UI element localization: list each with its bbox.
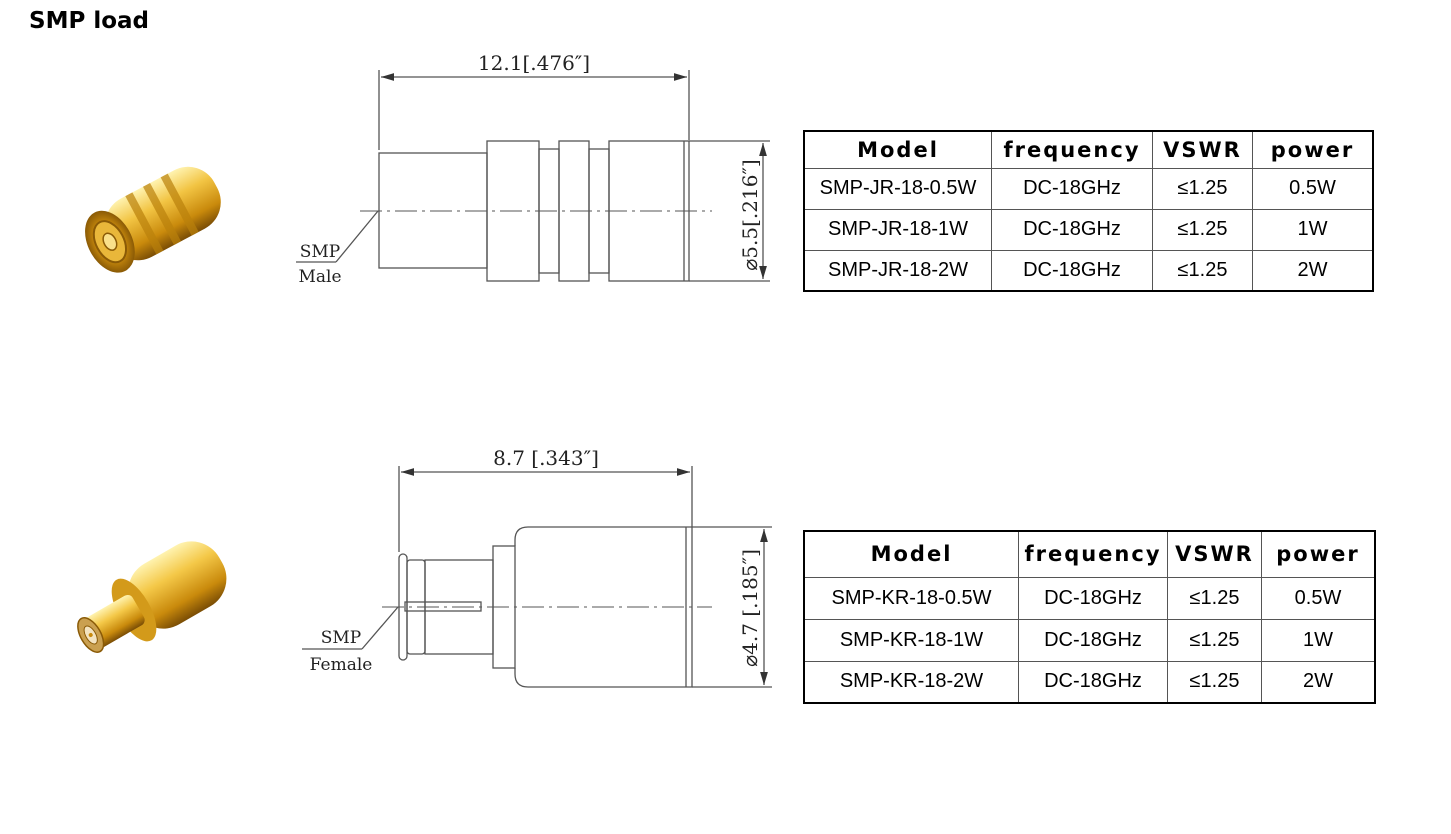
female-drawing (302, 466, 772, 688)
cell-frequency: DC-18GHz (991, 249, 1153, 292)
cell-frequency: DC-18GHz (1018, 618, 1168, 662)
table-row: SMP-KR-18-0.5W DC-18GHz ≤1.25 0.5W (803, 576, 1376, 620)
cell-power: 2W (1252, 249, 1374, 292)
male-label-line2: Male (298, 267, 341, 287)
table-row: SMP-KR-18-1W DC-18GHz ≤1.25 1W (803, 618, 1376, 662)
female-label-line1: SMP (321, 628, 362, 648)
male-drawing (296, 70, 770, 282)
cell-model: SMP-KR-18-1W (803, 618, 1019, 662)
cell-vswr: ≤1.25 (1167, 618, 1262, 662)
smp-male-load-photo (85, 166, 221, 273)
table-row: SMP-KR-18-2W DC-18GHz ≤1.25 2W (803, 660, 1376, 704)
table-header-row: Model frequency VSWR power (803, 530, 1376, 578)
female-label-line2: Female (310, 655, 373, 675)
cell-vswr: ≤1.25 (1167, 576, 1262, 620)
cell-power: 0.5W (1261, 576, 1376, 620)
cell-power: 1W (1252, 208, 1374, 251)
page-title: SMP load (29, 8, 149, 34)
cell-vswr: ≤1.25 (1152, 208, 1253, 251)
header-power: power (1261, 530, 1376, 578)
cell-frequency: DC-18GHz (1018, 660, 1168, 704)
male-length-dimension: 12.1[.476″] (478, 51, 590, 75)
header-frequency: frequency (991, 130, 1153, 169)
header-vswr: VSWR (1167, 530, 1262, 578)
table-header-row: Model frequency VSWR power (803, 130, 1374, 169)
cell-model: SMP-KR-18-0.5W (803, 576, 1019, 620)
cell-model: SMP-KR-18-2W (803, 660, 1019, 704)
header-model: Model (803, 530, 1019, 578)
table-row: SMP-JR-18-2W DC-18GHz ≤1.25 2W (803, 249, 1374, 292)
header-model: Model (803, 130, 992, 169)
male-spec-table: Model frequency VSWR power SMP-JR-18-0.5… (803, 130, 1374, 292)
female-diameter-dimension: ⌀4.7 [.185″] (738, 549, 762, 667)
female-length-dimension: 8.7 [.343″] (493, 446, 599, 470)
cell-frequency: DC-18GHz (991, 167, 1153, 210)
header-power: power (1252, 130, 1374, 169)
cell-frequency: DC-18GHz (991, 208, 1153, 251)
cell-model: SMP-JR-18-1W (803, 208, 992, 251)
cell-frequency: DC-18GHz (1018, 576, 1168, 620)
cell-vswr: ≤1.25 (1167, 660, 1262, 704)
cell-model: SMP-JR-18-0.5W (803, 167, 992, 210)
cell-power: 1W (1261, 618, 1376, 662)
male-diameter-dimension: ⌀5.5[.216″] (738, 159, 762, 270)
cell-power: 0.5W (1252, 167, 1374, 210)
smp-female-load-photo (77, 541, 227, 653)
cell-vswr: ≤1.25 (1152, 167, 1253, 210)
table-row: SMP-JR-18-0.5W DC-18GHz ≤1.25 0.5W (803, 167, 1374, 210)
header-frequency: frequency (1018, 530, 1168, 578)
cell-power: 2W (1261, 660, 1376, 704)
table-row: SMP-JR-18-1W DC-18GHz ≤1.25 1W (803, 208, 1374, 251)
male-label-line1: SMP (300, 242, 341, 262)
cell-model: SMP-JR-18-2W (803, 249, 992, 292)
cell-vswr: ≤1.25 (1152, 249, 1253, 292)
header-vswr: VSWR (1152, 130, 1253, 169)
female-spec-table: Model frequency VSWR power SMP-KR-18-0.5… (803, 530, 1376, 704)
